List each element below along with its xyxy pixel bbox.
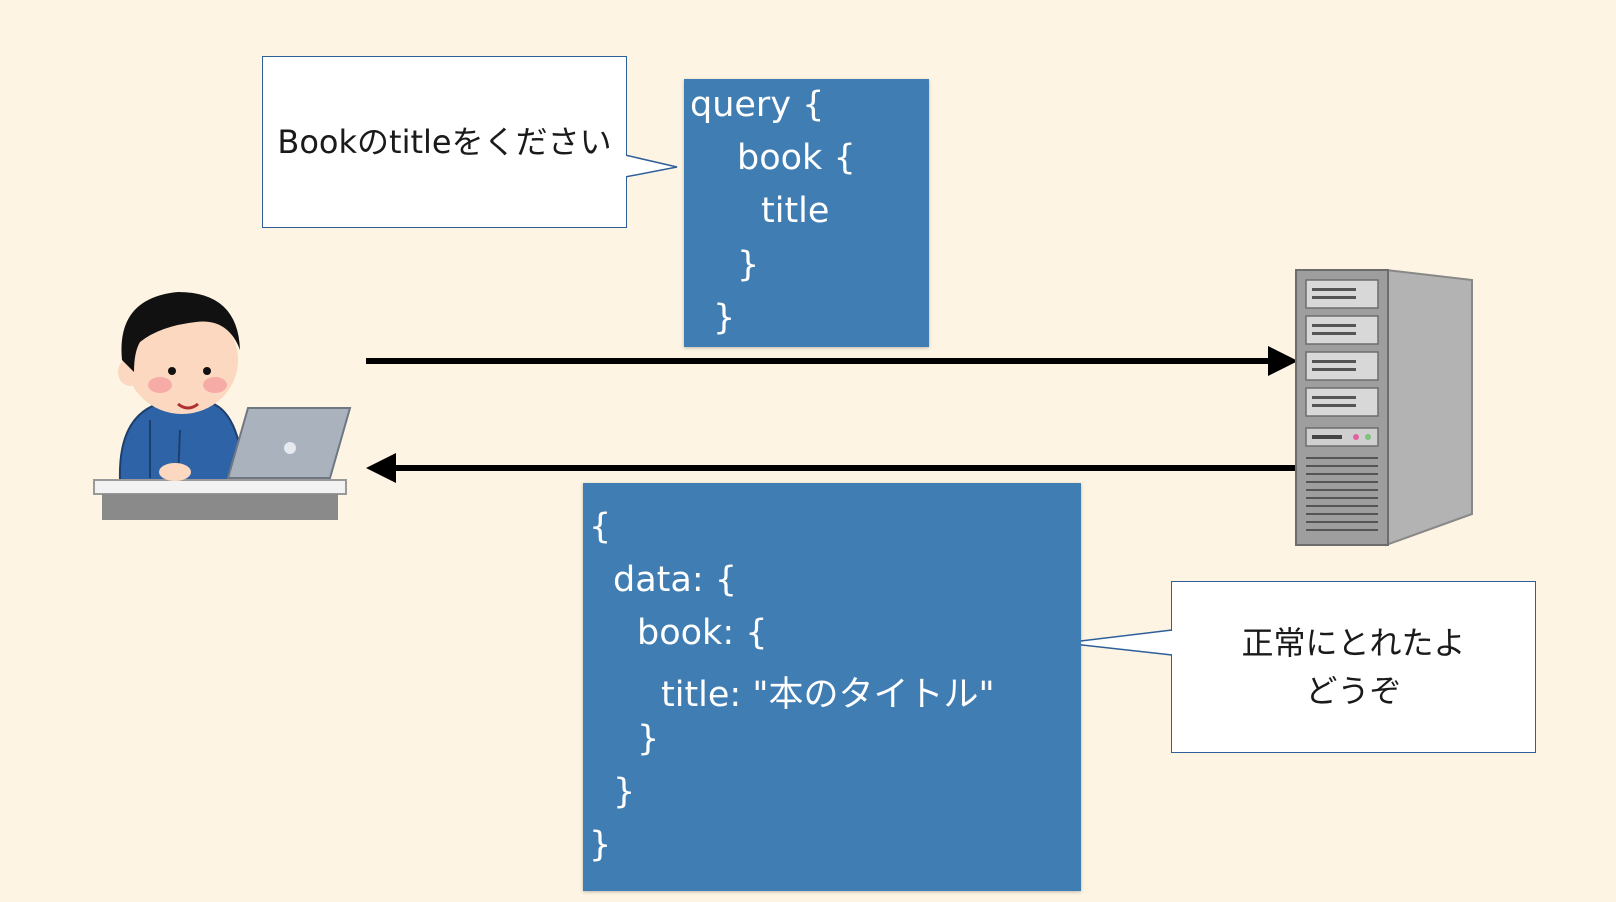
response-code-line: title: "本のタイトル" [661, 675, 995, 715]
request-bubble: Bookのtitleをください [262, 56, 627, 228]
response-code-line: } [589, 825, 612, 865]
request-code-line: title [761, 191, 830, 231]
response-bubble-line: 正常にとれたよ [1241, 624, 1466, 662]
request-code-line: query { [690, 85, 825, 125]
response-code-line: data: { [613, 560, 738, 600]
response-code-line: book: { [637, 613, 768, 653]
response-code-line: { [589, 507, 612, 547]
request-code-block: query { book { title } } [684, 79, 929, 347]
response-code-line: } [637, 719, 660, 759]
response-code-line: } [613, 772, 636, 812]
request-code-line: } [737, 245, 760, 285]
request-tail-seam [624, 156, 627, 176]
request-code-line: } [713, 298, 736, 338]
response-bubble: 正常にとれたよ どうぞ [1171, 581, 1536, 753]
request-code-line: book { [737, 138, 856, 178]
request-arrow [366, 346, 1298, 376]
response-code-block: { data: { book: { title: "本のタイトル" } } } [583, 483, 1081, 891]
response-bubble-line: どうぞ [1305, 672, 1402, 710]
request-bubble-text: Bookのtitleをください [277, 123, 612, 161]
request-bubble-tail [624, 154, 678, 178]
response-tail-seam [1171, 631, 1174, 654]
response-arrow [366, 453, 1300, 483]
